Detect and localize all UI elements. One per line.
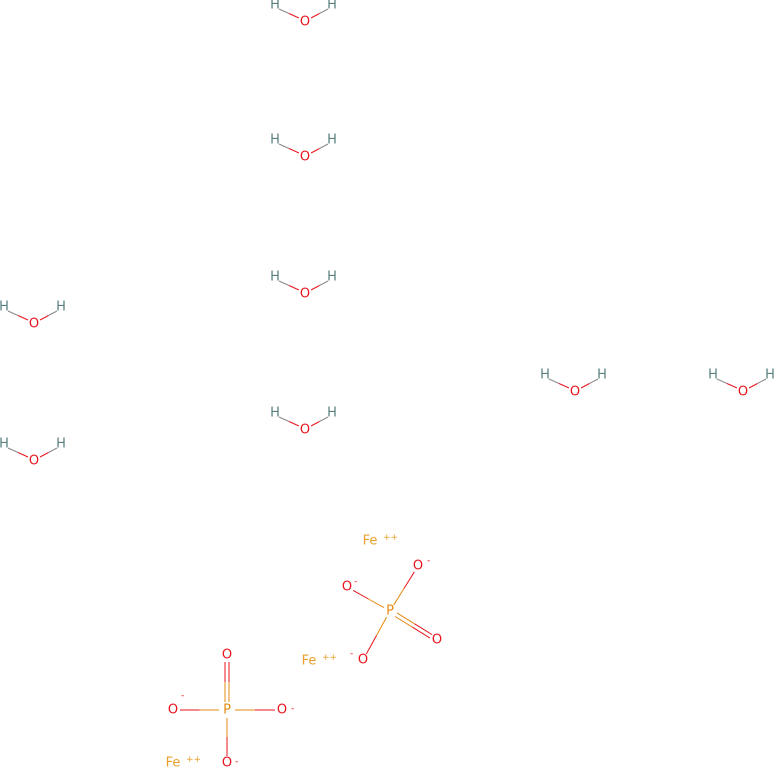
- phosphate-1-bond: [352, 589, 369, 600]
- phosphate-1-oxygen-3: O: [432, 633, 442, 648]
- water-2-oxygen: O: [300, 150, 310, 165]
- iron-ion-1-charge: ++: [383, 533, 398, 543]
- water-bond: [310, 285, 320, 291]
- water-2-hydrogen-left: H: [270, 133, 280, 148]
- water-bond: [319, 143, 329, 149]
- phosphate-2-oxygen-bottom-charge: -: [235, 757, 238, 767]
- water-8-hydrogen-left: H: [0, 437, 9, 452]
- phosphate-1-double-bond: [412, 626, 431, 639]
- water-bond: [48, 310, 58, 316]
- phosphate-1-bond: [368, 598, 385, 609]
- water-bond: [278, 8, 290, 14]
- water-bond: [319, 8, 329, 14]
- water-bond: [17, 315, 29, 321]
- phosphate-1-oxygen-4-charge: -: [350, 649, 353, 659]
- water-bond: [757, 378, 767, 384]
- phosphate-2-oxygen-top: O: [222, 648, 232, 663]
- water-bond: [7, 447, 19, 453]
- phosphate-1-double-bond: [396, 612, 415, 625]
- bonds-layer: [7, 8, 767, 756]
- phosphate-1-double-bond: [414, 623, 433, 636]
- water-bond: [310, 148, 320, 154]
- water-bond: [726, 383, 738, 389]
- iron-ion-2-charge: ++: [322, 653, 337, 663]
- phosphate-2-oxygen-right-charge: -: [291, 704, 294, 714]
- water-7-oxygen: O: [300, 423, 310, 438]
- water-6-hydrogen-left: H: [708, 368, 718, 383]
- water-bond: [580, 383, 590, 389]
- water-bond: [17, 452, 29, 458]
- water-8-hydrogen-right: H: [56, 437, 66, 452]
- water-bond: [288, 13, 300, 19]
- phosphate-1-double-bond: [394, 615, 413, 628]
- phosphate-2-oxygen-left-charge: -: [181, 691, 184, 701]
- phosphate-1-bond: [393, 588, 405, 606]
- water-4-hydrogen-left: H: [0, 300, 9, 315]
- water-bond: [278, 143, 290, 149]
- water-bond: [48, 447, 58, 453]
- water-7-hydrogen-left: H: [270, 406, 280, 421]
- water-bond: [310, 13, 320, 19]
- water-5-hydrogen-right: H: [597, 368, 607, 383]
- phosphate-1-phosphorus: P: [386, 604, 394, 619]
- water-1-oxygen: O: [300, 15, 310, 30]
- water-bond: [278, 280, 290, 286]
- iron-ion-3-charge: ++: [186, 755, 201, 765]
- phosphate-1-oxygen-1-charge: -: [427, 556, 430, 566]
- water-bond: [558, 383, 570, 389]
- phosphate-1-bond: [365, 635, 377, 655]
- phosphate-1-oxygen-2-charge: -: [354, 577, 357, 587]
- water-8-oxygen: O: [29, 454, 39, 469]
- iron-ion-1: Fe: [363, 534, 378, 549]
- water-bond: [548, 378, 560, 384]
- phosphate-2-oxygen-right: O: [277, 703, 287, 718]
- water-5-oxygen: O: [570, 385, 580, 400]
- water-2-hydrogen-right: H: [327, 133, 337, 148]
- phosphate-2-oxygen-bottom: O: [222, 756, 232, 768]
- water-bond: [39, 452, 49, 458]
- water-1-hydrogen-right: H: [327, 0, 337, 13]
- water-6-oxygen: O: [738, 385, 748, 400]
- iron-ion-3: Fe: [166, 756, 181, 768]
- water-bond: [288, 421, 300, 427]
- water-3-hydrogen-right: H: [327, 270, 337, 285]
- water-bond: [7, 310, 19, 316]
- water-4-hydrogen-right: H: [56, 300, 66, 315]
- phosphate-2-oxygen-left: O: [168, 703, 178, 718]
- water-6-hydrogen-right: H: [765, 368, 775, 383]
- phosphate-2-phosphorus: P: [223, 703, 231, 718]
- water-bond: [310, 421, 320, 427]
- water-bond: [319, 416, 329, 422]
- phosphate-1-bond: [376, 616, 388, 636]
- phosphate-1-oxygen-1: O: [413, 559, 423, 574]
- water-5-hydrogen-left: H: [540, 368, 550, 383]
- iron-ion-2: Fe: [302, 654, 317, 669]
- water-bond: [716, 378, 728, 384]
- water-bond: [319, 280, 329, 286]
- water-bond: [39, 315, 49, 321]
- phosphate-1-oxygen-2: O: [342, 580, 352, 595]
- water-bond: [278, 416, 290, 422]
- water-bond: [288, 148, 300, 154]
- water-3-oxygen: O: [300, 287, 310, 302]
- water-7-hydrogen-right: H: [327, 406, 337, 421]
- water-bond: [288, 285, 300, 291]
- water-1-hydrogen-left: H: [270, 0, 280, 13]
- phosphate-1-oxygen-4: O: [358, 653, 368, 668]
- water-bond: [748, 383, 758, 389]
- water-4-oxygen: O: [29, 317, 39, 332]
- phosphate-1-bond: [403, 571, 415, 589]
- water-bond: [589, 378, 599, 384]
- water-3-hydrogen-left: H: [270, 270, 280, 285]
